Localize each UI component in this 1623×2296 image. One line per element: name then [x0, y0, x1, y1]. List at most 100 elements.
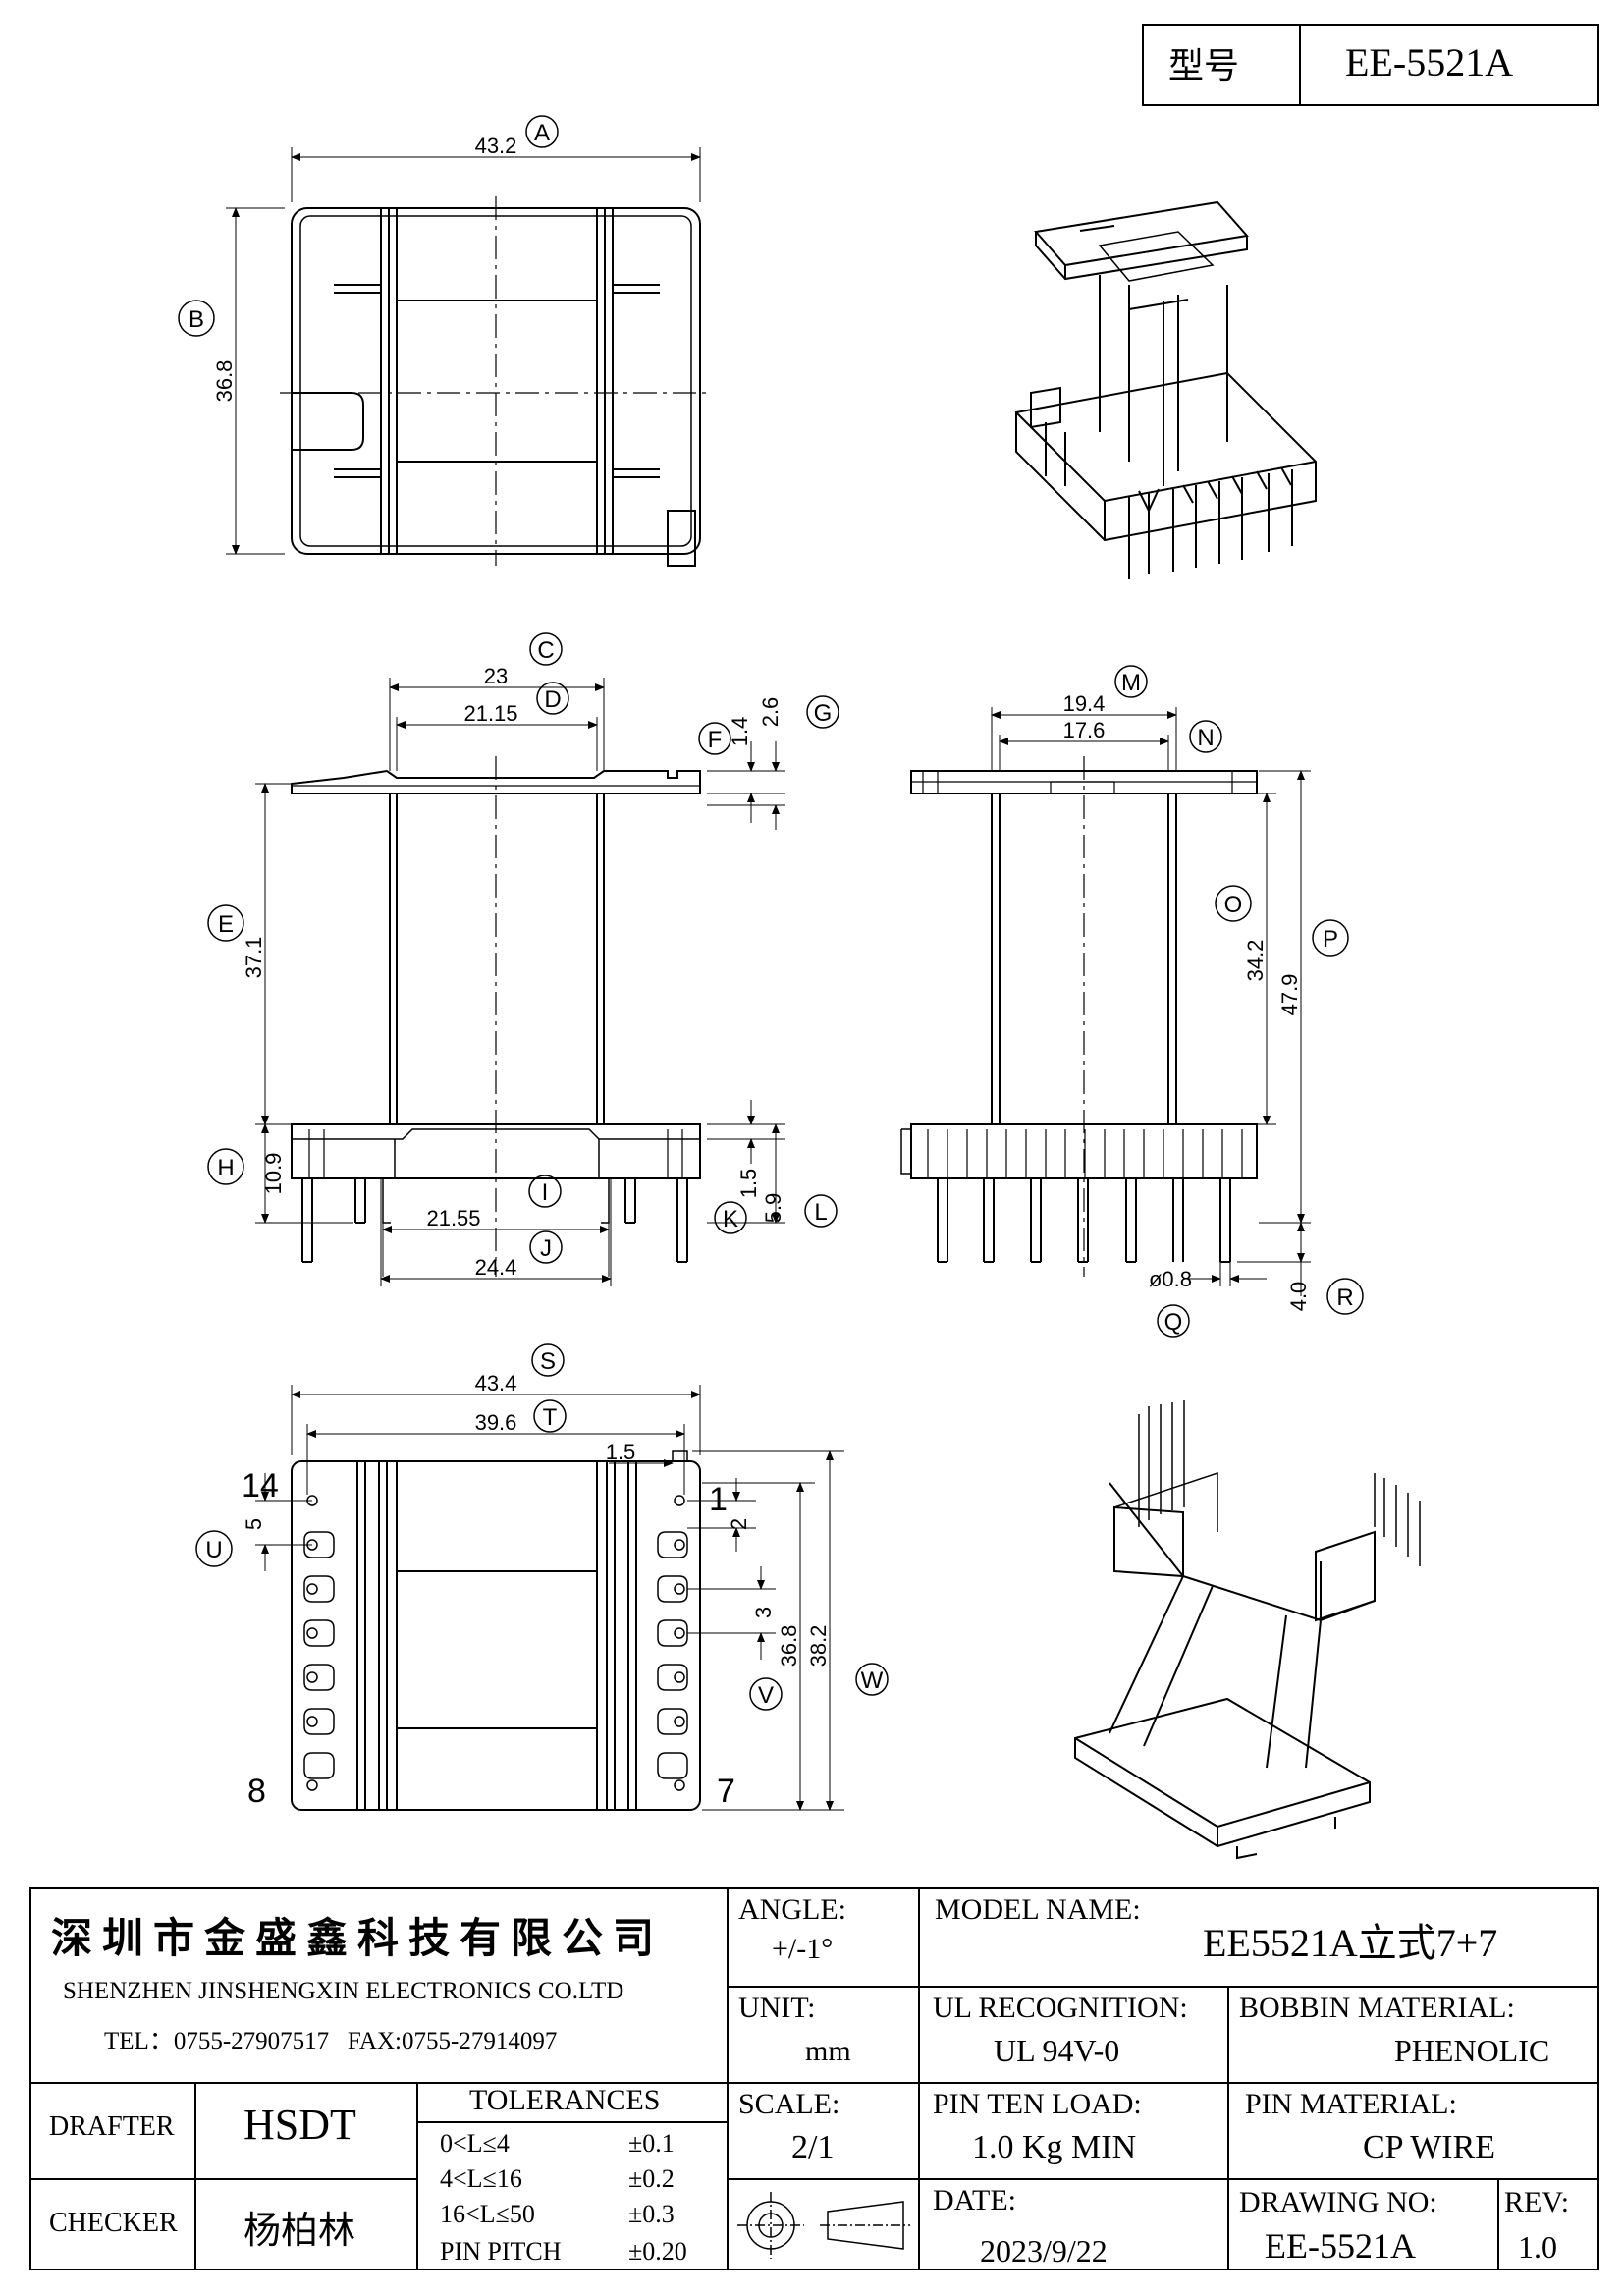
bubble-V	[749, 1677, 783, 1711]
unit-label: UNIT:	[738, 1992, 816, 2024]
dim-R: 4.0	[1286, 1282, 1311, 1312]
dim-pitch-b: 3	[751, 1607, 776, 1618]
bubble-C	[529, 632, 563, 666]
pin-label-8: 8	[247, 1773, 266, 1810]
tolerance-range-4: PIN PITCH	[440, 2237, 562, 2266]
dim-E: 37.1	[242, 937, 266, 979]
company-name-cn: 深圳市金盛鑫科技有限公司	[51, 1914, 665, 1962]
projection-symbol-icon	[737, 2192, 910, 2259]
date-value: 2023/9/22	[980, 2233, 1108, 2269]
bubble-label-R: R	[1336, 1285, 1353, 1311]
date-label: DATE:	[933, 2184, 1016, 2216]
dim-S: 43.4	[475, 1371, 517, 1395]
bubble-label-L: L	[814, 1199, 827, 1226]
bubble-S	[531, 1343, 565, 1377]
bubble-label-C: C	[537, 637, 554, 664]
model-name-value: EE5521A立式7+7	[1203, 1921, 1498, 1965]
rev-label: REV:	[1504, 2186, 1570, 2218]
checker-value: 杨柏林	[243, 2209, 356, 2252]
bubble-label-I: I	[542, 1179, 549, 1206]
bubble-label-M: M	[1121, 670, 1141, 696]
dim-tab: 1.5	[606, 1440, 636, 1464]
bubble-label-V: V	[758, 1682, 774, 1709]
bubble-F	[698, 722, 731, 755]
ul-value: UL 94V-0	[994, 2033, 1120, 2068]
bubble-label-W: W	[861, 1667, 884, 1694]
pin-label-14: 14	[242, 1467, 279, 1504]
scale-value: 2/1	[791, 2129, 835, 2165]
bubble-label-H: H	[217, 1155, 234, 1181]
isometric-view-top	[1015, 200, 1317, 579]
tolerance-range-3: 16<L≤50	[440, 2200, 535, 2228]
drafter-value: HSDT	[243, 2101, 356, 2149]
dim-H: 10.9	[261, 1153, 286, 1195]
tolerance-range-2: 4<L≤16	[440, 2164, 522, 2193]
bubble-P	[1312, 919, 1349, 957]
dim-T: 39.6	[475, 1410, 517, 1435]
bubble-label-O: O	[1224, 892, 1243, 918]
dim-I: 21.55	[426, 1206, 480, 1230]
bubble-label-K: K	[723, 1206, 738, 1232]
technical-drawing: A B C D E F G H I J K L M N O P Q R S T …	[178, 115, 1421, 1860]
dim-N: 17.6	[1063, 718, 1106, 742]
bubble-B	[178, 300, 215, 337]
dim-U: 5	[242, 1518, 266, 1530]
bobbin-material-value: PHENOLIC	[1394, 2033, 1550, 2068]
dim-W: 38.2	[806, 1625, 831, 1667]
bubble-D	[536, 682, 569, 715]
model-name-label: MODEL NAME:	[935, 1893, 1141, 1926]
bubble-M	[1114, 665, 1148, 698]
tolerance-value-3: ±0.3	[628, 2200, 675, 2228]
title-block	[29, 1887, 1599, 2270]
dim-F: 1.4	[728, 717, 752, 747]
dim-P: 47.9	[1277, 974, 1302, 1016]
drawing-no-label: DRAWING NO:	[1239, 2186, 1437, 2218]
dim-D: 21.15	[463, 701, 517, 726]
bubble-L	[804, 1194, 838, 1228]
bubble-A	[525, 115, 559, 148]
side-view	[900, 707, 1311, 1296]
bubble-label-E: E	[218, 911, 234, 938]
bubble-label-N: N	[1197, 725, 1214, 751]
dim-Q: ø0.8	[1149, 1267, 1192, 1291]
bubble-O	[1215, 885, 1252, 922]
dim-J: 24.4	[475, 1255, 517, 1280]
bubble-label-F: F	[708, 727, 723, 753]
company-contact: TEL：0755-27907517 FAX:0755-27914097	[104, 2028, 558, 2054]
dim-B: 36.8	[212, 360, 237, 403]
dim-A: 43.2	[475, 134, 517, 158]
bubble-label-D: D	[544, 686, 561, 713]
bubble-label-G: G	[814, 700, 833, 727]
header-model-value: EE-5521A	[1345, 40, 1514, 84]
drawing-no-value: EE-5521A	[1265, 2226, 1416, 2266]
pin-load-label: PIN TEN LOAD:	[933, 2088, 1142, 2120]
tolerance-value-2: ±0.2	[628, 2164, 675, 2193]
bubble-label-P: P	[1323, 926, 1338, 953]
tolerances-label: TOLERANCES	[469, 2084, 661, 2116]
dim-V: 36.8	[777, 1625, 801, 1667]
bubble-label-T: T	[543, 1404, 558, 1431]
bubble-label-S: S	[540, 1348, 556, 1375]
checker-label: CHECKER	[49, 2208, 178, 2238]
bubble-G	[806, 695, 839, 729]
ul-label: UL RECOGNITION:	[933, 1992, 1188, 2024]
pin-material-label: PIN MATERIAL:	[1245, 2088, 1457, 2120]
pin-label-1: 1	[709, 1481, 728, 1518]
dim-pitch-a: 2	[727, 1518, 751, 1530]
dim-G: 2.6	[758, 697, 783, 728]
dim-C: 23	[484, 664, 508, 688]
pin-label-7: 7	[717, 1773, 735, 1810]
bubble-W	[855, 1663, 889, 1696]
company-name-en: SHENZHEN JINSHENGXIN ELECTRONICS CO.LTD	[63, 1978, 624, 2004]
reference-bubbles	[178, 115, 1364, 1711]
bubble-U	[195, 1530, 233, 1567]
bobbin-material-label: BOBBIN MATERIAL:	[1239, 1992, 1515, 2024]
bubble-label-J: J	[540, 1235, 552, 1262]
bubble-Q	[1157, 1304, 1190, 1338]
bottom-view	[255, 1385, 844, 1811]
bubble-R	[1326, 1278, 1364, 1315]
bubble-K	[714, 1201, 747, 1234]
bubble-label-A: A	[534, 120, 550, 146]
bubble-H	[207, 1148, 244, 1185]
